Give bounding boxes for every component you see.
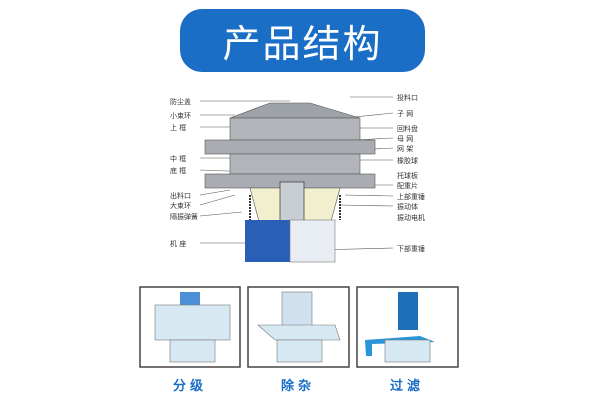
label-upper-frame: 上 框	[170, 124, 187, 132]
title-banner: 产品结构	[180, 9, 425, 72]
label-rubber-ball: 橡胶球	[397, 157, 418, 165]
leader-lines	[199, 96, 394, 251]
caption-impurity-removal: 除杂	[280, 379, 315, 394]
sieve-machine	[204, 102, 376, 263]
label-small-clamp: 小束环	[170, 112, 191, 120]
label-base: 机 座	[170, 240, 187, 248]
label-large-clamp: 大束环	[170, 202, 191, 210]
label-sub-screen: 子 网	[397, 110, 414, 118]
label-bottom-frame: 底 框	[170, 167, 187, 175]
label-dust-cover: 防尘盖	[170, 98, 191, 106]
label-main-screen: 母 网	[397, 135, 414, 143]
caption-grading: 分级	[172, 379, 207, 394]
label-vibrating-body: 振动体	[397, 203, 418, 211]
upper-frame	[229, 117, 361, 141]
label-inlet: 投料口	[397, 94, 418, 102]
label-outlet: 出料口	[170, 192, 191, 200]
label-counterweight: 配重片	[397, 182, 418, 190]
label-screen-frame: 网 架	[397, 145, 414, 153]
label-upper-weight: 上部重锤	[397, 193, 425, 201]
label-spring: 隔振弹簧	[170, 213, 198, 221]
function-panels	[139, 286, 459, 368]
base	[245, 220, 290, 262]
dust-cover	[229, 102, 361, 119]
middle-frame	[229, 153, 361, 175]
label-lower-weight: 下部重锤	[397, 245, 425, 253]
label-ball-plate: 托球板	[397, 172, 418, 180]
label-middle-frame: 中 框	[170, 155, 187, 163]
label-return-tray: 回料盘	[397, 125, 418, 133]
label-vibration-motor: 振动电机	[397, 214, 425, 222]
caption-filtering: 过滤	[389, 379, 424, 394]
